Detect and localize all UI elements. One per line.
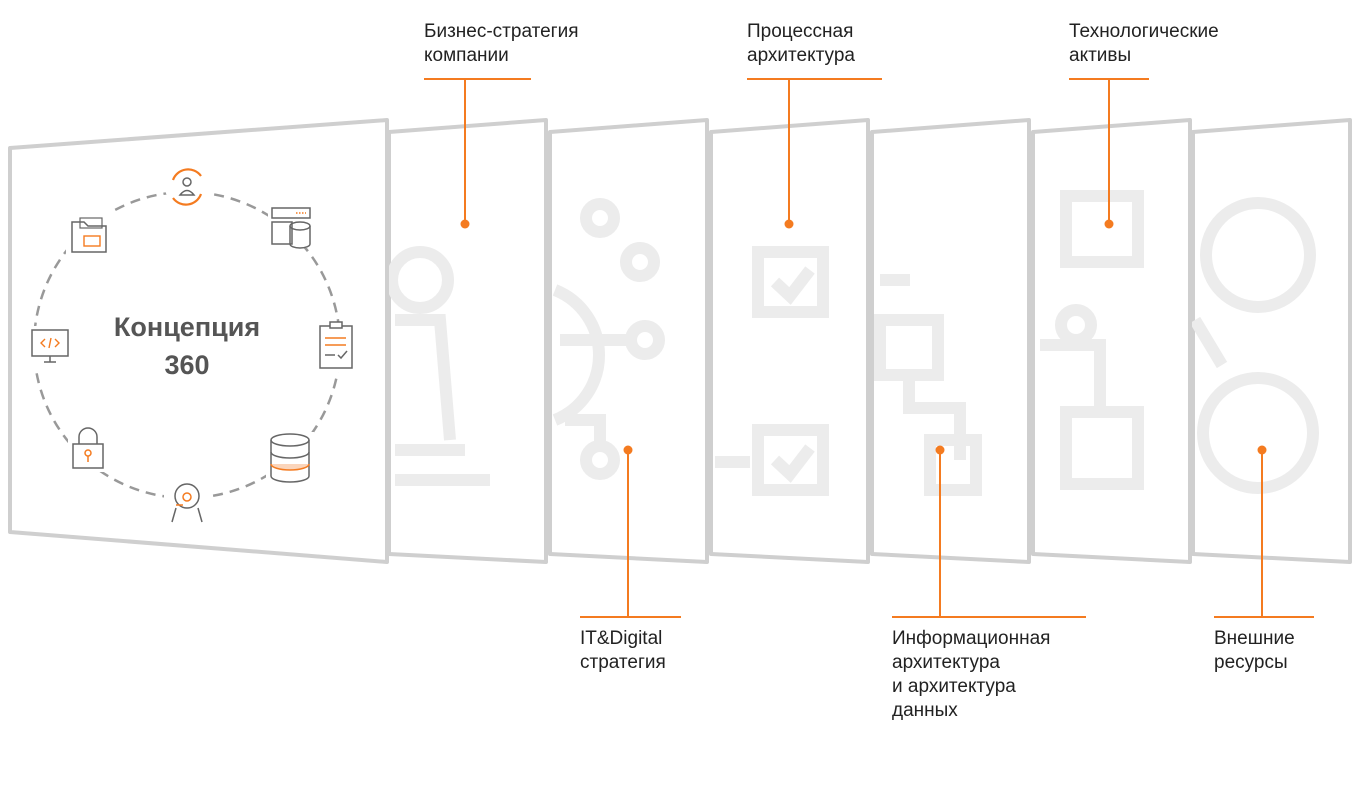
checklist-icon [316,321,356,372]
label-tech-assets: Технологические активы [1069,20,1219,68]
code-monitor-icon [28,326,72,370]
circuit-brain-watermark-icon [552,198,665,480]
label-external-resources-line2: ресурсы [1214,652,1288,673]
label-it-digital: IT&Digital стратегия [580,627,666,675]
label-it-digital-line2: стратегия [580,652,666,673]
refresh-user-icon [165,165,209,209]
concept-title-line2: 360 [164,350,210,380]
support-agent-icon [164,478,210,524]
panel-external-resources [1189,118,1352,564]
label-info-architecture: Информационная архитектура и архитектура… [892,627,1050,723]
chess-pawn-watermark-icon [386,246,490,486]
label-info-architecture-line4: данных [892,700,958,721]
callout-lines [424,78,1314,618]
concept-title-line1: Концепция [113,312,261,342]
label-it-digital-line1: IT&Digital [580,628,663,649]
label-info-architecture-line2: архитектура [892,652,1000,673]
data-tree-watermark-icon [874,274,982,496]
panel-it-digital [548,118,709,564]
label-business-strategy-line2: компании [424,45,509,66]
padlock-icon [68,427,108,472]
label-process-architecture: Процессная архитектура [747,20,855,68]
panel-process-architecture [709,118,870,564]
callout-dot-it-digital [623,445,633,455]
label-process-architecture-line1: Процессная [747,21,854,42]
panel-business-strategy [386,118,548,564]
process-checkboxes-watermark-icon [715,246,829,496]
server-database-icon [268,204,311,249]
callout-dot-external-resources [1257,445,1267,455]
label-business-strategy: Бизнес-стратегия компании [424,20,579,68]
cloud-person-watermark-icon [1189,197,1319,494]
label-business-strategy-line1: Бизнес-стратегия [424,21,579,42]
label-info-architecture-line1: Информационная [892,628,1051,649]
panel-info-architecture [870,118,1031,564]
label-process-architecture-line2: архитектура [747,45,855,66]
callout-dot-business-strategy [460,219,470,229]
label-external-resources-line1: Внешние [1214,628,1295,649]
folder-icon [66,212,112,256]
label-tech-assets-line2: активы [1069,45,1132,66]
callout-dot-tech-assets [1104,219,1114,229]
database-icon [266,432,314,484]
label-tech-assets-line1: Технологические [1069,21,1219,42]
network-boxes-watermark-icon [1040,190,1144,490]
label-external-resources: Внешние ресурсы [1214,627,1295,675]
callout-dots [460,219,1267,455]
concept-title: Концепция 360 [77,308,297,384]
label-info-architecture-line3: и архитектура [892,676,1016,697]
callout-dot-info-architecture [935,445,945,455]
callout-dot-process-architecture [784,219,794,229]
panel-tech-assets [1031,118,1192,564]
